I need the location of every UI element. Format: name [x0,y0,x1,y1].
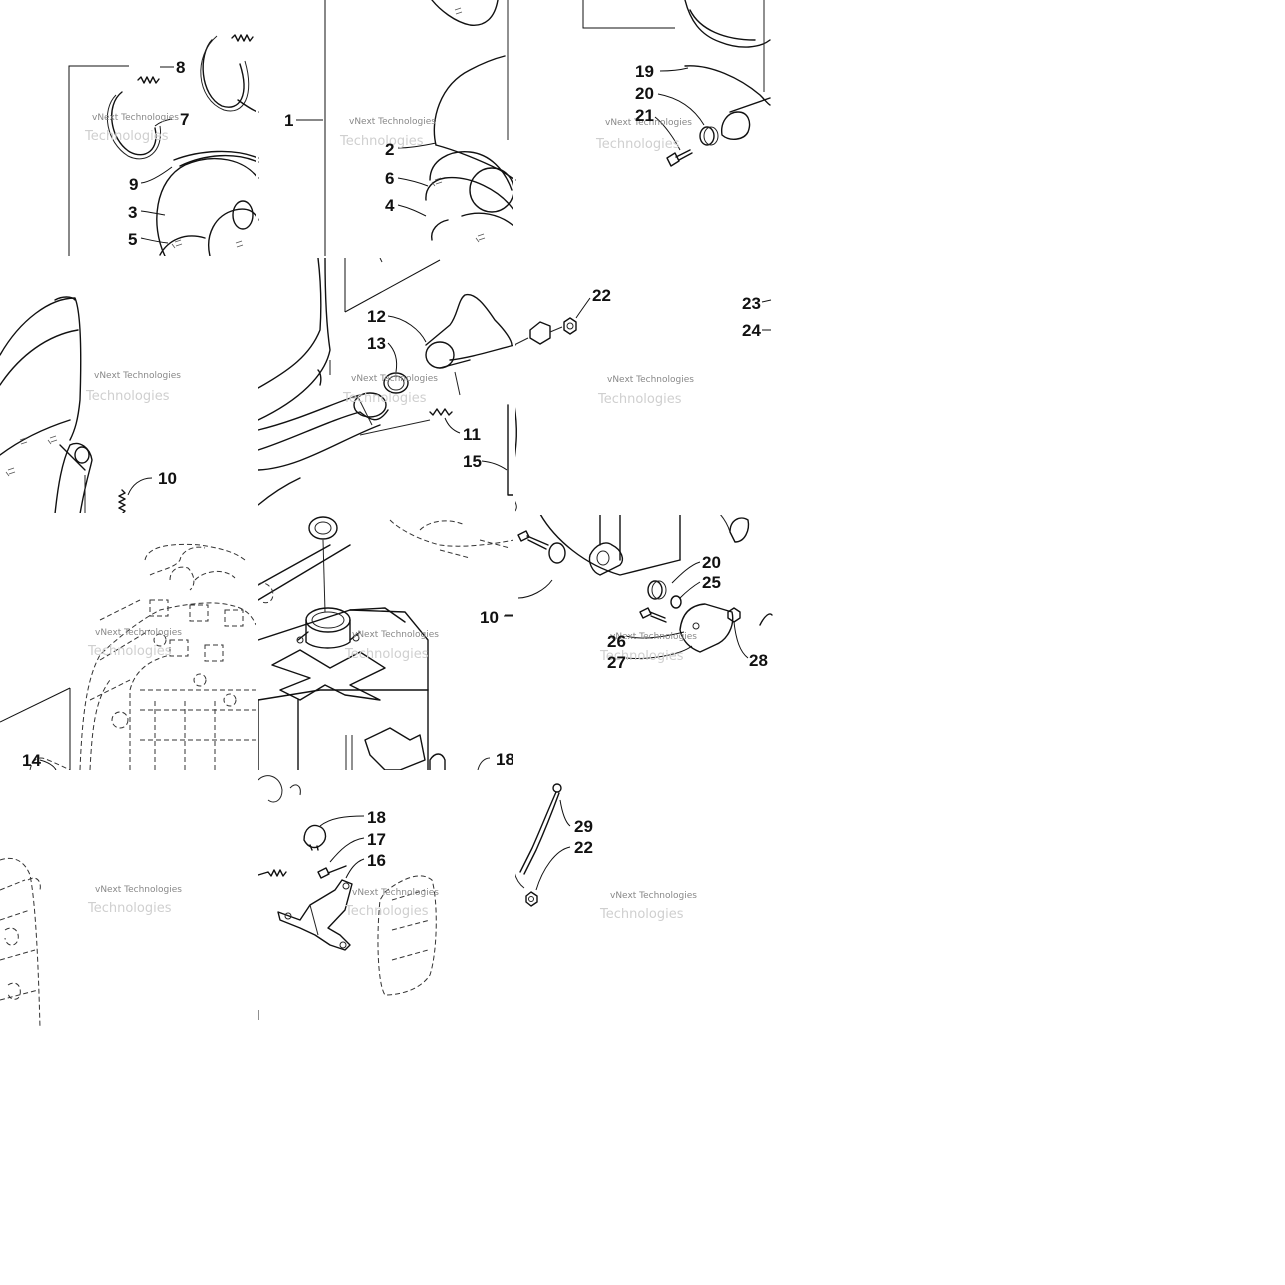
callout-28: 28 [749,651,768,670]
watermark-text: Technologies [87,644,172,659]
tile-top-left [107,34,323,257]
callout-13: 13 [367,334,386,353]
callout-17: 17 [367,830,386,849]
callout-18: 18 [496,750,515,769]
callout-23: 23 [742,294,761,313]
watermark-text: Technologies [84,129,169,144]
watermark-text: Technologies [595,137,680,152]
watermark-text: Technologies [339,134,424,149]
tile-middle-left [0,296,153,515]
watermark-text: vNext Technologies [352,888,439,898]
tile-lower-left [29,543,257,771]
callout-14: 14 [22,751,41,770]
callout-labels: 8 7 9 3 5 1 2 6 4 19 20 21 10 12 13 11 1… [22,58,768,870]
callout-9: 9 [129,175,138,194]
callout-2: 2 [385,140,394,159]
callout-24: 24 [742,321,761,340]
tile-lower-center [257,516,515,771]
watermark-text: Technologies [599,907,684,922]
watermark-text: vNext Technologies [95,885,182,895]
tile-bottom-right [513,783,571,907]
tile-seams [0,0,771,1030]
callout-4: 4 [385,196,395,215]
callout-22: 22 [592,286,611,305]
watermark-text: vNext Technologies [352,630,439,640]
watermark-text: vNext Technologies [351,374,438,384]
tile-top-right [654,0,771,167]
tile-lower-right [504,513,773,659]
watermark-text: vNext Technologies [610,632,697,642]
callout-8: 8 [176,58,185,77]
tile-bottom-left [0,857,41,1029]
watermark-text: vNext Technologies [349,117,436,127]
watermark-text: vNext Technologies [94,371,181,381]
callout-3: 3 [128,203,137,222]
watermark-text: vNext Technologies [92,113,179,123]
watermark-text: Technologies [87,901,172,916]
callout-10: 10 [158,469,177,488]
callout-18: 18 [367,808,386,827]
watermark-text: Technologies [599,649,684,664]
callout-25: 25 [702,573,721,592]
callout-1: 1 [284,111,293,130]
watermark-text: vNext Technologies [607,375,694,385]
callout-5: 5 [128,230,137,249]
callout-16: 16 [367,851,386,870]
callout-29: 29 [574,817,593,836]
watermark-text: Technologies [342,391,427,406]
callout-27: 27 [607,653,626,672]
tile-center [257,257,516,506]
callout-11: 11 [463,425,481,444]
callout-10: 10 [480,608,499,627]
watermark-text: Technologies [344,904,429,919]
watermark-text: vNext Technologies [95,628,182,638]
watermark-text: Technologies [85,389,170,404]
assembly-frames [0,0,675,770]
callout-7: 7 [180,110,189,129]
callout-20: 20 [635,84,654,103]
callout-22: 22 [574,838,593,857]
callout-26: 26 [607,632,626,651]
watermarks: Technologies vNext Technologies Technolo… [84,113,697,922]
callout-6: 6 [385,169,394,188]
callout-21: 21 [635,106,654,125]
watermark-text: Technologies [344,647,429,662]
callout-12: 12 [367,307,386,326]
callout-15: 15 [463,452,482,471]
watermark-text: vNext Technologies [605,118,692,128]
callout-19: 19 [635,62,654,81]
watermark-text: vNext Technologies [610,891,697,901]
tile-bottom-center [257,775,437,1020]
watermark-text: Technologies [597,392,682,407]
callout-20: 20 [702,553,721,572]
